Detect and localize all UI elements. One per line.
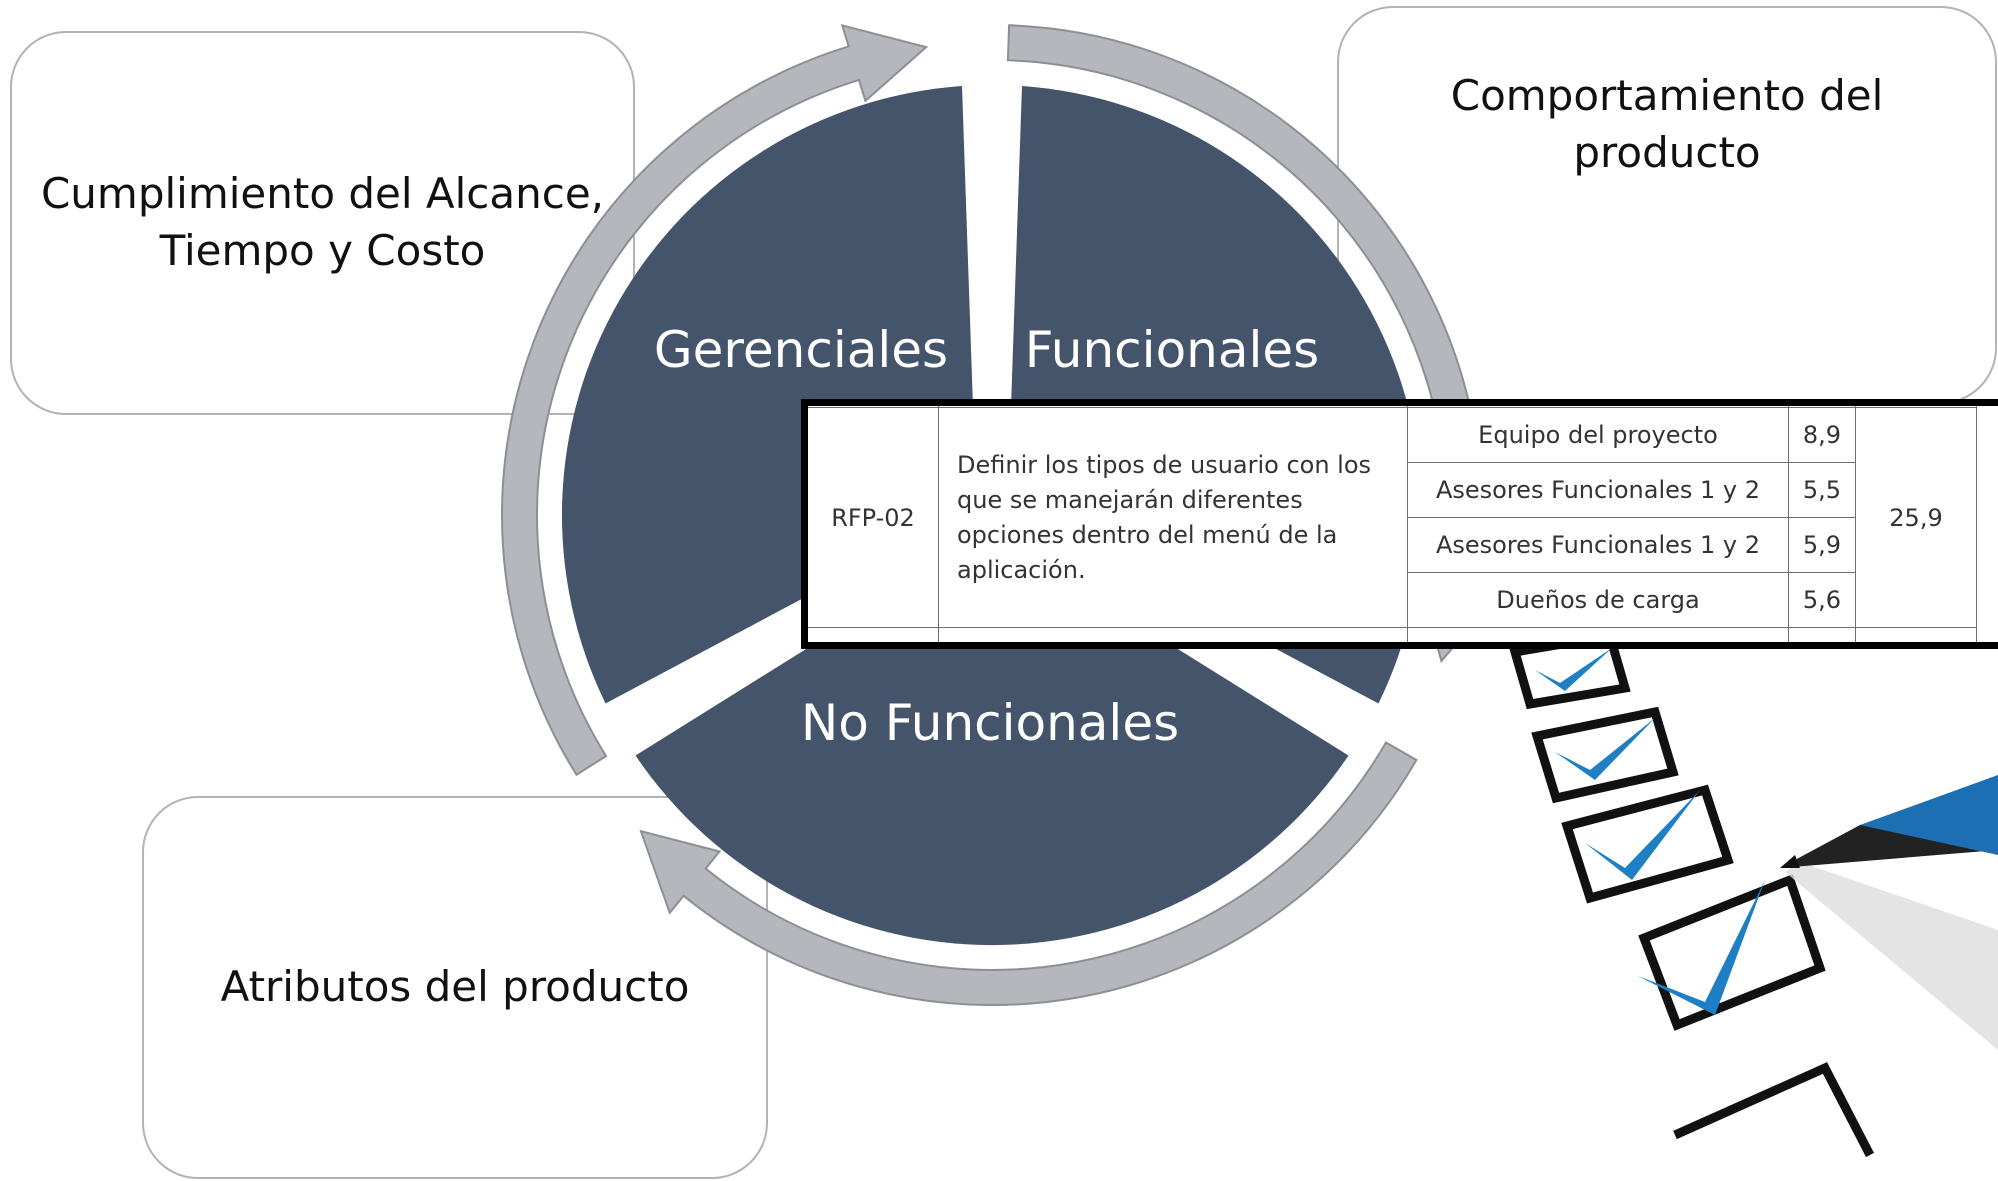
box-line: Atributos del producto	[220, 962, 690, 1012]
stakeholder-cell: Asesores Funcionales 1 y 2	[1407, 517, 1789, 573]
segment-label-no-funcionales: No Funcionales	[801, 694, 1179, 752]
weight-cell: 5,9	[1788, 517, 1856, 573]
table-row: Asesores Funcionales 1 y 2 5,5	[808, 462, 1977, 518]
total-cell: 25,9	[1855, 407, 1977, 628]
segment-label-gerenciales: Gerenciales	[654, 321, 948, 379]
arrow-gerenciales	[501, 23, 929, 777]
requirement-description: Definir los tipos de usuario con los que…	[938, 407, 1408, 628]
table-row: Dueños de carga 5,6	[808, 572, 1977, 628]
box-line: Comportamiento del	[1450, 71, 1884, 121]
table-row: RFP-02 Definir los tipos de usuario con …	[808, 407, 1977, 628]
segment-no-funcionales	[635, 533, 1349, 946]
table-row: Asesores Funcionales 1 y 2 5,9	[808, 517, 1977, 573]
weight-cell: 8,9	[1788, 407, 1856, 463]
weight-cell: 5,5	[1788, 462, 1856, 518]
box-line: Tiempo y Costo	[159, 226, 486, 275]
stakeholder-cell: Asesores Funcionales 1 y 2	[1407, 462, 1789, 518]
arrow-no-funcionales	[639, 741, 1418, 1007]
requirements-table: RFP-02 Definir los tipos de usuario con …	[808, 406, 1977, 642]
segment-label-funcionales: Funcionales	[1025, 321, 1319, 379]
box-gerenciales-detail: Cumplimiento del Alcance, Tiempo y Costo	[10, 31, 635, 415]
box-line: Cumplimiento del Alcance,	[40, 169, 605, 219]
weight-cell: 5,6	[1788, 572, 1856, 628]
stakeholder-cell: Equipo del proyecto	[1407, 407, 1789, 463]
stakeholder-cell: Dueños de carga	[1407, 572, 1789, 628]
box-line: producto	[1573, 128, 1761, 177]
requirements-table-excerpt: RFP-02 Definir los tipos de usuario con …	[801, 399, 1998, 649]
requirement-id: RFP-02	[808, 407, 939, 628]
